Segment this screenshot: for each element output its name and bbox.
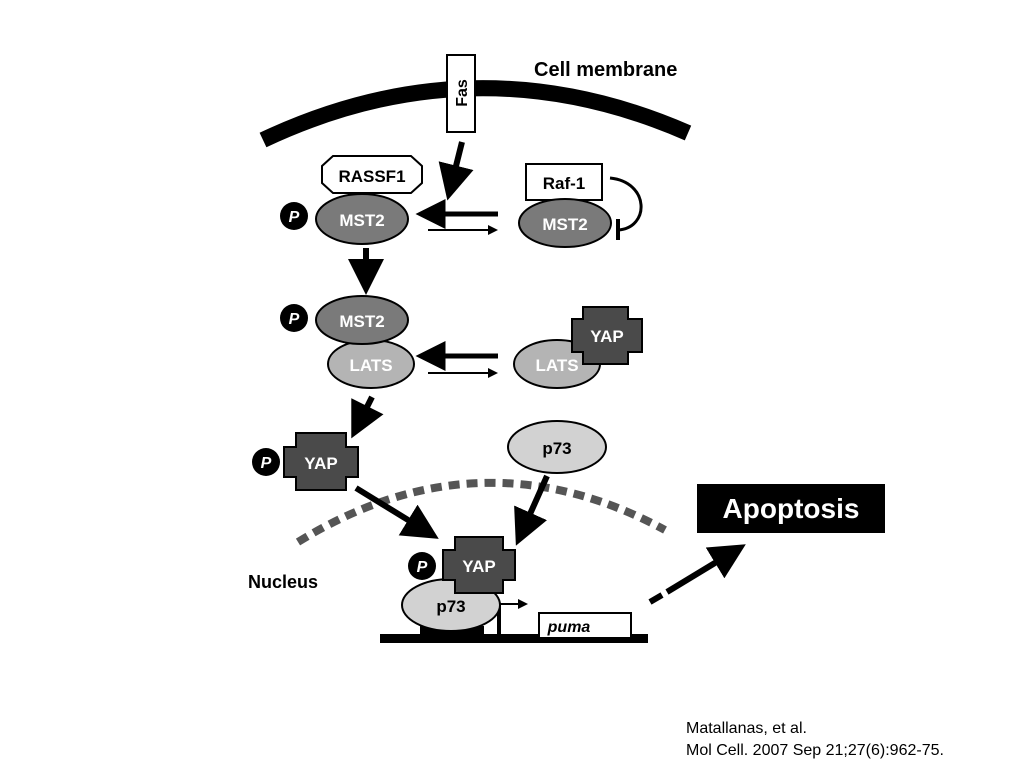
phospho-label: P (261, 455, 272, 472)
apoptosis-arrow-dash (648, 592, 664, 605)
citation-journal: Mol Cell. 2007 Sep 21;27(6):962-75. (686, 742, 944, 759)
mst2-label: MST2 (542, 215, 587, 234)
p73-nuclear-entry-arrow (514, 474, 550, 546)
yap-cross-left: YAP (283, 432, 359, 491)
rassf1-label: RASSF1 (338, 167, 405, 186)
yap-label: YAP (304, 454, 337, 473)
cell-membrane-label: Cell membrane (534, 59, 677, 81)
raf1-box: Raf-1 (525, 163, 603, 201)
raf1-label: Raf-1 (543, 174, 586, 193)
citation-authors: Matallanas, et al. (686, 720, 807, 737)
p73-label: p73 (436, 597, 465, 616)
phospho-circle: P (280, 202, 308, 230)
puma-gene-box: puma (538, 612, 632, 639)
mst2-top-right: MST2 (518, 198, 612, 248)
dna-strand (380, 634, 648, 643)
fas-label: Fas (454, 79, 471, 107)
yap-cross-top-right: YAP (571, 306, 643, 365)
fas-activation-arrow (438, 141, 474, 201)
rassf1-octagon: RASSF1 (321, 155, 423, 194)
lats-left: LATS (327, 339, 415, 389)
mst2-middle: MST2 (315, 295, 409, 345)
phospho-label: P (417, 559, 428, 576)
apoptosis-box: Apoptosis (697, 484, 885, 533)
mst2-label: MST2 (339, 312, 384, 331)
citation: Matallanas, et al. Mol Cell. 2007 Sep 21… (686, 718, 944, 762)
mst2-label: MST2 (339, 211, 384, 230)
phospho-circle: P (408, 552, 436, 580)
nuclear-envelope (295, 478, 667, 546)
fas-receptor: Fas (446, 54, 476, 133)
puma-label: puma (547, 619, 591, 636)
p73-cytoplasm: p73 (507, 420, 607, 474)
nucleus-label: Nucleus (248, 572, 318, 592)
yap-nuclear-entry-arrow (354, 485, 439, 539)
yap-label: YAP (590, 327, 623, 346)
phospho-label: P (289, 209, 300, 226)
yap-cross-nuclear: YAP (442, 536, 516, 594)
mst2-top-left: MST2 (315, 193, 409, 245)
raf1-inhibition-loop (609, 176, 643, 232)
phospho-circle: P (280, 304, 308, 332)
yap-label: YAP (462, 557, 495, 576)
apoptosis-arrow (665, 544, 746, 595)
p73-label: p73 (542, 439, 571, 458)
lats-label: LATS (349, 356, 392, 375)
apoptosis-label: Apoptosis (723, 493, 860, 524)
lats-label: LATS (535, 356, 578, 375)
phospho-label: P (289, 311, 300, 328)
phospho-circle: P (252, 448, 280, 476)
lats-to-yap-arrow (351, 395, 384, 439)
